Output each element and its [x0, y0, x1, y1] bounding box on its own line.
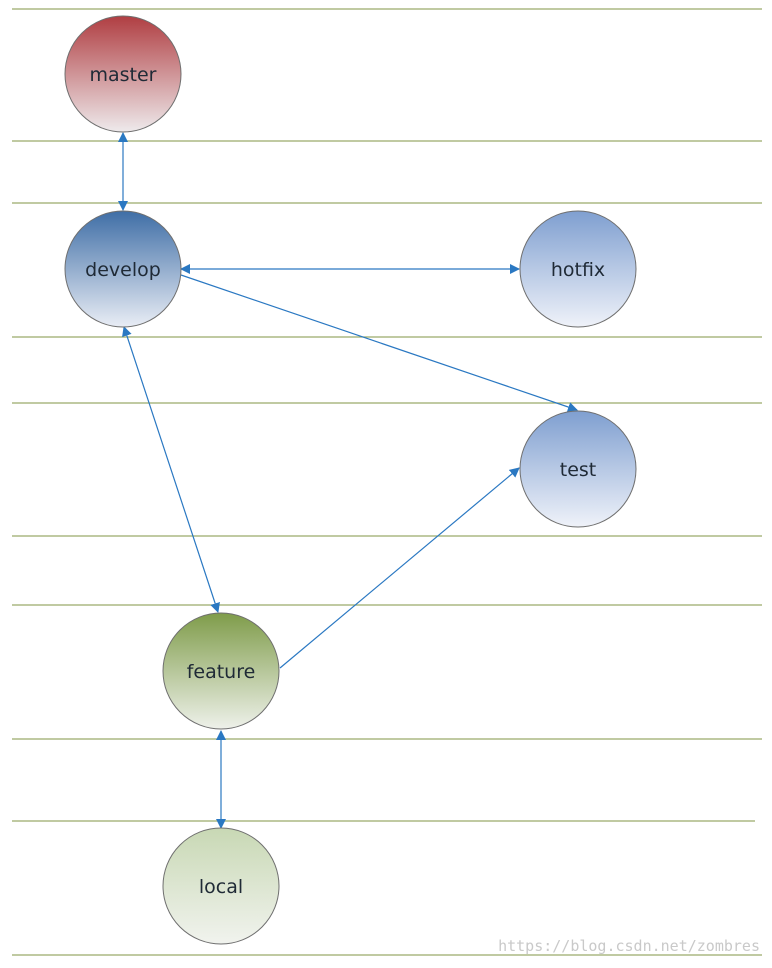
edge-develop-test — [180, 274, 578, 412]
node-label: test — [560, 459, 597, 481]
node-local: local — [162, 827, 280, 945]
node-label: hotfix — [551, 259, 605, 281]
node-label: feature — [187, 661, 256, 683]
node-feature: feature — [162, 612, 280, 730]
watermark-text: https://blog.csdn.net/zombres — [498, 937, 760, 955]
edges — [118, 132, 578, 829]
node-label: master — [89, 64, 156, 86]
node-label: develop — [85, 259, 161, 281]
node-label: local — [199, 876, 243, 898]
edge-develop-feature — [122, 326, 220, 613]
lane-lines — [12, 8, 762, 956]
node-hotfix: hotfix — [519, 210, 637, 328]
node-test: test — [519, 410, 637, 528]
node-develop: develop — [64, 210, 182, 328]
edge-feature-test — [279, 467, 520, 669]
node-master: master — [64, 15, 182, 133]
